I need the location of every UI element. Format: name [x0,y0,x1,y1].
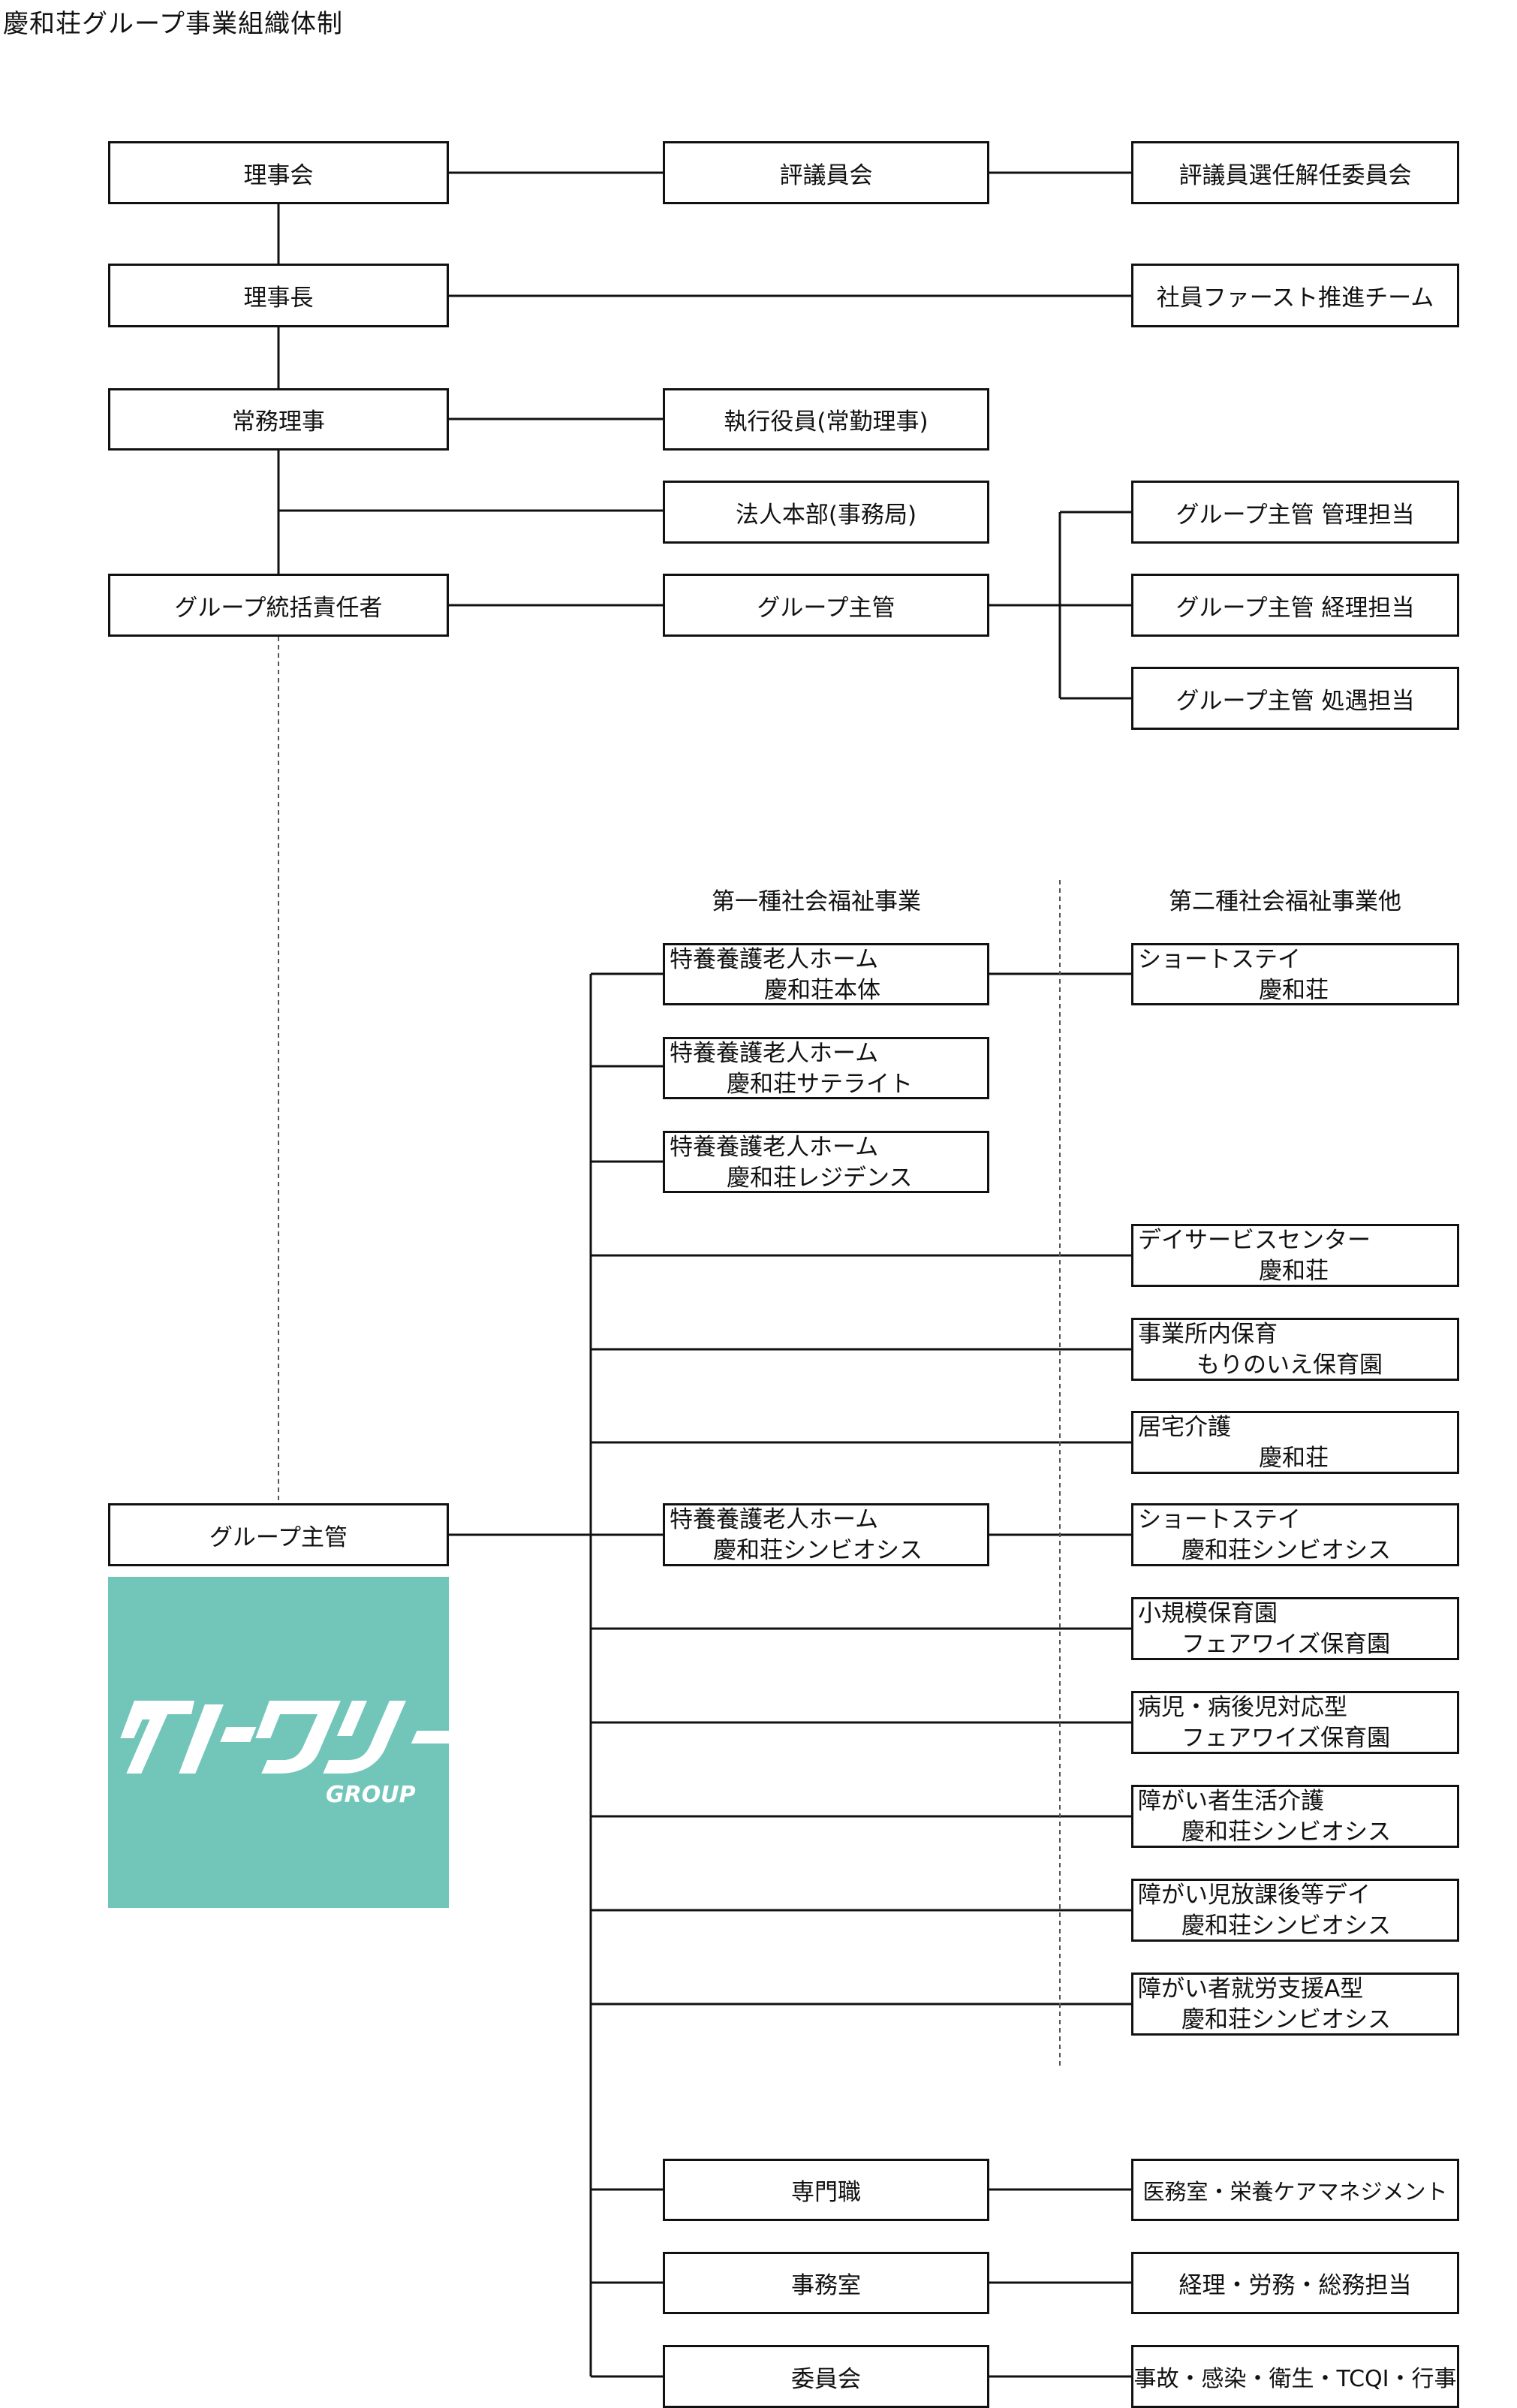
box-group-tokatsu: グループ統括責任者 [108,574,449,637]
box-group-shukan: グループ主管 [663,574,989,637]
box-dayservice: デイサービスセンター 慶和荘 [1131,1224,1459,1287]
box-shogai-jido: 障がい児放課後等デイ 慶和荘シンビオシス [1131,1879,1459,1942]
box-shokibo: 小規模保育園 フェアワイズ保育園 [1131,1597,1459,1660]
box-shukan-keiri: グループ主管 経理担当 [1131,574,1459,637]
box-shogai-seikatsu: 障がい者生活介護 慶和荘シンビオシス [1131,1785,1459,1848]
box-jimushitsu: 事務室 [663,2252,989,2314]
box-iinkai-detail: 事故・感染・衛生・TCQI・行事 [1131,2345,1459,2408]
box-jomu-riji: 常務理事 [108,388,449,451]
box-hyogiin-senin: 評議員選任解任委員会 [1131,141,1459,204]
box-shogai-shuro: 障がい者就労支援A型 慶和荘シンビオシス [1131,1973,1459,2036]
box-senmonshoku: 専門職 [663,2159,989,2221]
logo-sub-text: GROUP [326,1782,416,1808]
logo-mark: GROUP [120,1701,481,1808]
keiwaso-group-logo: GROUP [108,1577,481,1908]
header-type1: 第一種社会福祉事業 [712,888,921,915]
box-shortstay1: ショートステイ 慶和荘 [1131,943,1459,1005]
box-rijicho: 理事長 [108,264,449,327]
box-hoiku: 事業所内保育 もりのいえ保育園 [1131,1318,1459,1381]
box-satellite: 特養養護老人ホーム 慶和荘サテライト [663,1037,989,1099]
box-shukan-kanri: グループ主管 管理担当 [1131,481,1459,544]
box-shortstay2: ショートステイ 慶和荘シンビオシス [1131,1503,1459,1566]
box-kyotaku: 居宅介護 慶和荘 [1131,1411,1459,1474]
box-symbiosis: 特養養護老人ホーム 慶和荘シンビオシス [663,1503,989,1566]
box-honkan: 特養養護老人ホーム 慶和荘本体 [663,943,989,1005]
box-group-shukan-lower: グループ主管 [108,1503,449,1566]
box-byoji: 病児・病後児対応型 フェアワイズ保育園 [1131,1691,1459,1754]
page-title: 慶和荘グループ事業組織体制 [3,9,343,39]
box-residence: 特養養護老人ホーム 慶和荘レジデンス [663,1131,989,1193]
header-type2: 第二種社会福祉事業他 [1169,888,1401,915]
box-shain-first: 社員ファースト推進チーム [1131,264,1459,327]
box-hojin-honbu: 法人本部(事務局) [663,481,989,544]
box-iinkai: 委員会 [663,2345,989,2408]
box-rijikai: 理事会 [108,141,449,204]
box-jimu-detail: 経理・労務・総務担当 [1131,2252,1459,2314]
box-senmon-detail: 医務室・栄養ケアマネジメント [1131,2159,1459,2221]
box-hyogiinkai: 評議員会 [663,141,989,204]
box-shikko-yakuin: 執行役員(常勤理事) [663,388,989,451]
box-shukan-shogu: グループ主管 処遇担当 [1131,667,1459,730]
